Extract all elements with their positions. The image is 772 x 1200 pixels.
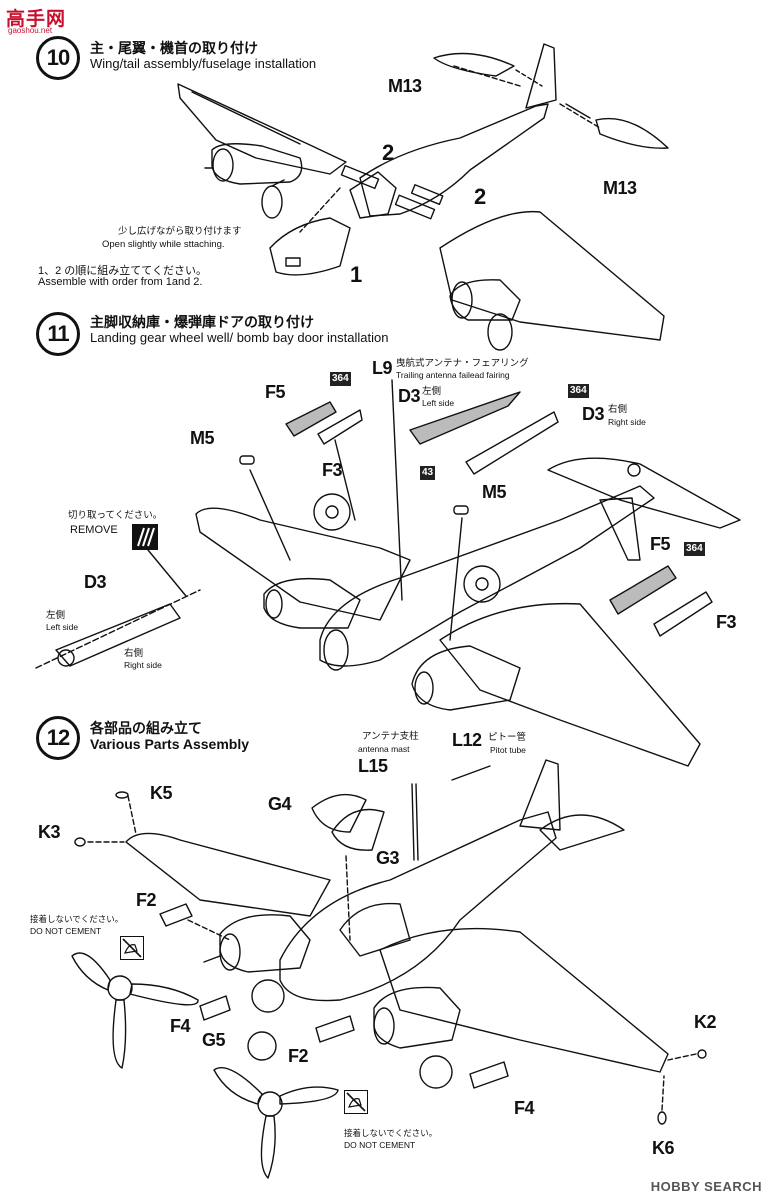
order-label-1: 1 — [350, 262, 363, 287]
part-label-k5: K5 — [150, 783, 173, 803]
step11-title-en: Landing gear wheel well/ bomb bay door i… — [90, 330, 389, 345]
no-cement-jp-1: 接着しないでください。 — [30, 914, 124, 924]
paint-badge-43: 43 — [420, 466, 436, 480]
note-order-en: Assemble with order from 1and 2. — [38, 276, 203, 288]
watermark-hobby-search: HOBBY SEARCH — [650, 1179, 762, 1194]
step10-title-jp: 主・尾翼・機首の取り付け — [90, 40, 258, 56]
step12-title-en: Various Parts Assembly — [90, 736, 250, 752]
part-label-f4-left: F4 — [170, 1016, 191, 1036]
part-label-g5: G5 — [202, 1030, 226, 1050]
part-label-f3-right: F3 — [716, 612, 737, 632]
pitot-tube-jp: ピトー管 — [488, 732, 527, 743]
part-label-k3: K3 — [38, 822, 61, 842]
no-cement-icon-1 — [120, 936, 144, 960]
antenna-fairing-jp: 曳航式アンテナ・フェアリング — [396, 358, 529, 369]
part-label-f2-top: F2 — [136, 890, 157, 910]
part-label-f2-bottom: F2 — [288, 1046, 309, 1066]
step11-drawing — [35, 379, 741, 767]
left-side-en: Left side — [422, 398, 455, 408]
no-cement-icon-2 — [344, 1090, 368, 1114]
part-label-f3-left: F3 — [322, 460, 343, 480]
pitot-tube-en: Pitot tube — [490, 745, 526, 755]
part-label-d3-left: D3 — [398, 386, 421, 406]
remove-en: REMOVE — [70, 524, 118, 536]
right-side-en: Right side — [608, 417, 646, 427]
part-label-f5-left: F5 — [265, 382, 286, 402]
part-label-l12: L12 — [452, 730, 482, 750]
remove-jp: 切り取ってください。 — [68, 510, 163, 521]
part-label-l15: L15 — [358, 756, 388, 776]
part-label-k6: K6 — [652, 1138, 675, 1158]
left-side-jp: 左側 — [422, 386, 442, 397]
step12-title-jp: 各部品の組み立て — [90, 720, 202, 736]
step10-title-en: Wing/tail assembly/fuselage installation — [90, 56, 317, 71]
part-label-f4-right: F4 — [514, 1098, 535, 1118]
part-label-g4: G4 — [268, 794, 292, 814]
part-label-m5-left: M5 — [190, 428, 215, 448]
part-label-m13-bottom: M13 — [603, 178, 637, 198]
step-number-12: 12 — [36, 716, 80, 760]
paint-badge-364-a: 364 — [330, 372, 351, 386]
antenna-mast-en: antenna mast — [358, 744, 410, 754]
part-label-m5-right: M5 — [482, 482, 507, 502]
note-open-jp: 少し広げながら取り付けます — [118, 226, 242, 237]
watermark-url: gaoshou.net — [8, 26, 53, 35]
order-label-2b: 2 — [474, 184, 487, 209]
detail-right-jp: 右側 — [124, 648, 144, 659]
step12-drawing — [71, 759, 707, 1179]
right-side-jp: 右側 — [608, 404, 628, 415]
part-label-f5-right: F5 — [650, 534, 671, 554]
step-number-10: 10 — [36, 36, 80, 80]
part-label-l9: L9 — [372, 358, 393, 378]
order-label-2a: 2 — [382, 140, 395, 165]
step11-title-jp: 主脚収納庫・爆弾庫ドアの取り付け — [90, 314, 314, 330]
no-cement-en-1: DO NOT CEMENT — [30, 926, 102, 936]
detail-left-en: Left side — [46, 622, 79, 632]
antenna-fairing-en: Trailing antenna failead fairing — [396, 370, 510, 380]
step10-drawing — [177, 43, 669, 351]
part-label-d3-right: D3 — [582, 404, 605, 424]
no-cement-en-2: DO NOT CEMENT — [344, 1140, 416, 1150]
detail-left-jp: 左側 — [46, 610, 66, 621]
note-order-jp: 1、2 の順に組み立ててください。 — [38, 265, 207, 277]
no-cement-jp-2: 接着しないでください。 — [344, 1128, 438, 1138]
detail-right-en: Right side — [124, 660, 162, 670]
paint-badge-364-b: 364 — [568, 384, 589, 398]
paint-badge-364-c: 364 — [684, 542, 705, 556]
antenna-mast-jp: アンテナ支柱 — [362, 731, 419, 742]
part-label-m13-top: M13 — [388, 76, 422, 96]
part-label-k2: K2 — [694, 1012, 717, 1032]
note-open-en: Open slightly while sttaching. — [102, 239, 225, 250]
remove-cut-icon — [132, 524, 158, 550]
step-number-11: 11 — [36, 312, 80, 356]
part-label-g3: G3 — [376, 848, 400, 868]
watermark-logo: 高手网 — [6, 9, 67, 30]
part-label-d3-detail: D3 — [84, 572, 107, 592]
